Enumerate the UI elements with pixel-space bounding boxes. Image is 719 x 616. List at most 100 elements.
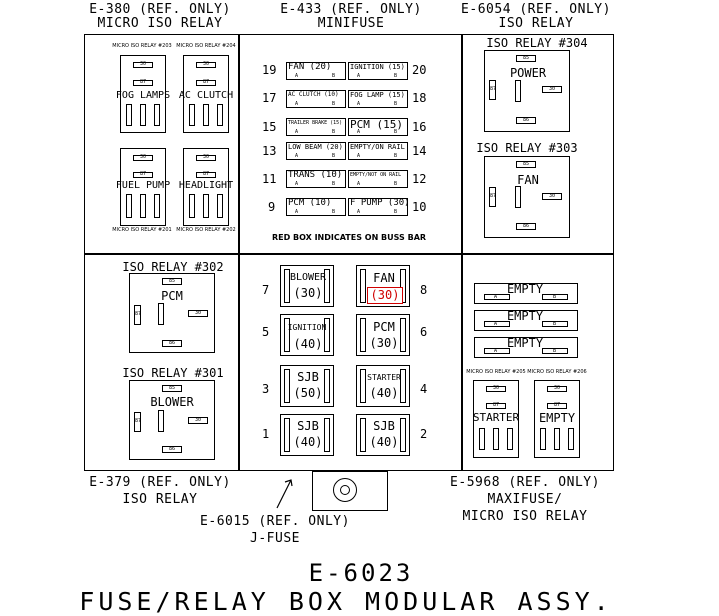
divider-middle [84, 253, 614, 255]
minifuse-label: EMPTY/NOT ON RAIL [350, 172, 402, 178]
fuse-number: 8 [420, 283, 428, 297]
fuse-number: 9 [268, 200, 276, 214]
minifuse-label: FAN (20) [288, 62, 332, 72]
iso-relay-label: POWER [509, 66, 547, 80]
pin-a: A [295, 73, 299, 79]
iso-relay-title: ISO RELAY #303 [476, 141, 578, 155]
minifuse-label: PCM (15) [350, 118, 403, 131]
maxifuse-amp: (50) [293, 386, 323, 400]
header-mid-ref: E-433 (REF. ONLY) [280, 2, 422, 17]
pin-b: B [394, 73, 398, 79]
pin-label: 30 [139, 61, 147, 67]
pin-a: A [357, 73, 361, 79]
footer-left-ref: E-379 (REF. ONLY) [89, 475, 231, 490]
minifuse-17 [286, 90, 346, 108]
iso-relay-title: ISO RELAY #301 [122, 366, 224, 380]
micro-relay-label: FOG LAMPS [115, 90, 171, 101]
fuse-number: 2 [420, 427, 428, 441]
pin-label: 30 [202, 61, 210, 67]
pin-label: 87 [492, 402, 500, 408]
pin-label: 87 [202, 171, 210, 177]
pin-label: 87 [202, 79, 210, 85]
pin-label: 87 [139, 171, 147, 177]
footer-right-ref: E-5968 (REF. ONLY) [450, 475, 600, 490]
maxifuse-name: IGNITION [287, 323, 327, 332]
empty-slot-label: EMPTY [506, 336, 544, 350]
pin-a: A [295, 209, 299, 215]
maxifuse-amp: (30) [370, 288, 400, 302]
pin-a: A [357, 153, 361, 159]
pin-a: A [295, 101, 299, 107]
minifuse-label: TRANS (10) [288, 170, 343, 180]
micro-relay-label: FUEL PUMP [115, 180, 171, 191]
minifuse-label: EMPTY/ON RAIL [350, 143, 405, 151]
minifuse-16 [348, 118, 408, 136]
micro-relay-label: HEADLIGHT [178, 180, 234, 191]
pin-b: B [553, 321, 557, 327]
footer-right-name1: MAXIFUSE/ [487, 492, 563, 507]
pin-label: 87 [135, 418, 142, 424]
pin-a: A [357, 181, 361, 187]
iso-relay-label: BLOWER [150, 395, 194, 409]
maxifuse-amp: (30) [293, 286, 323, 300]
header-left-ref: E-380 (REF. ONLY) [89, 2, 231, 17]
pin-label: 30 [194, 417, 202, 423]
pin-label: 85 [168, 278, 176, 284]
iso-relay-label: FAN [517, 173, 539, 187]
pin-label: 86 [168, 340, 176, 346]
divider-left [238, 34, 240, 471]
footer-right-name2: MICRO ISO RELAY [462, 509, 588, 524]
pin-label: 30 [139, 154, 147, 160]
minifuse-label: F PUMP (30) [350, 198, 410, 208]
pin-label: 87 [490, 86, 497, 92]
minifuse-19 [286, 62, 346, 80]
pin-b: B [394, 129, 398, 135]
pin-b: B [332, 73, 336, 79]
micro-relay-tag: MICRO ISO RELAY #206 [527, 369, 587, 375]
maxifuse-amp: (40) [293, 337, 323, 351]
footer-jfuse-name: J-FUSE [250, 531, 300, 546]
maxifuse-amp: (40) [293, 435, 323, 449]
part-title: FUSE/RELAY BOX MODULAR ASSY. [79, 587, 613, 616]
maxifuse-name: SJB [297, 419, 319, 433]
minifuse-9 [286, 198, 346, 216]
header-right-ref: E-6054 (REF. ONLY) [461, 2, 611, 17]
pin-b: B [394, 209, 398, 215]
maxifuse-name: PCM [373, 320, 395, 334]
minifuse-11 [286, 170, 346, 188]
header-right-name: ISO RELAY [498, 16, 574, 31]
pin-b: B [394, 181, 398, 187]
pin-b: B [332, 209, 336, 215]
minifuse-12 [348, 170, 408, 188]
part-number: E-6023 [308, 559, 414, 587]
micro-relay-tag: MICRO ISO RELAY #205 [466, 369, 526, 375]
micro-relay-tag: MICRO ISO RELAY #202 [176, 227, 236, 233]
maxifuse-name: STARTER [367, 373, 401, 382]
empty-slot-label: EMPTY [506, 309, 544, 323]
pin-b: B [332, 153, 336, 159]
pin-a: A [295, 129, 299, 135]
minifuse-label: LOW BEAM (20) [288, 143, 343, 151]
fuse-number: 13 [262, 144, 277, 158]
iso-relay-label: PCM [161, 289, 183, 303]
minifuse-15 [286, 118, 346, 136]
iso-relay-title: ISO RELAY #304 [486, 36, 588, 50]
pin-label: 87 [139, 79, 147, 85]
fuse-number: 14 [412, 144, 427, 158]
pin-b: B [332, 181, 336, 187]
fuse-number: 16 [412, 120, 427, 134]
maxifuse-amp: (40) [369, 435, 399, 449]
pin-b: B [553, 294, 557, 300]
maxifuse-name: FAN [373, 271, 395, 285]
micro-relay-tag: MICRO ISO RELAY #201 [112, 227, 172, 233]
fuse-number: 4 [420, 382, 428, 396]
footer-jfuse-ref: E-6015 (REF. ONLY) [200, 514, 350, 529]
pin-label: 30 [553, 385, 561, 391]
fuse-number: 15 [262, 120, 277, 134]
micro-relay-tag: MICRO ISO RELAY #203 [112, 43, 172, 49]
pin-b: B [394, 153, 398, 159]
fuse-number: 12 [412, 172, 427, 186]
minifuse-14 [348, 142, 408, 160]
pin-a: A [295, 153, 299, 159]
